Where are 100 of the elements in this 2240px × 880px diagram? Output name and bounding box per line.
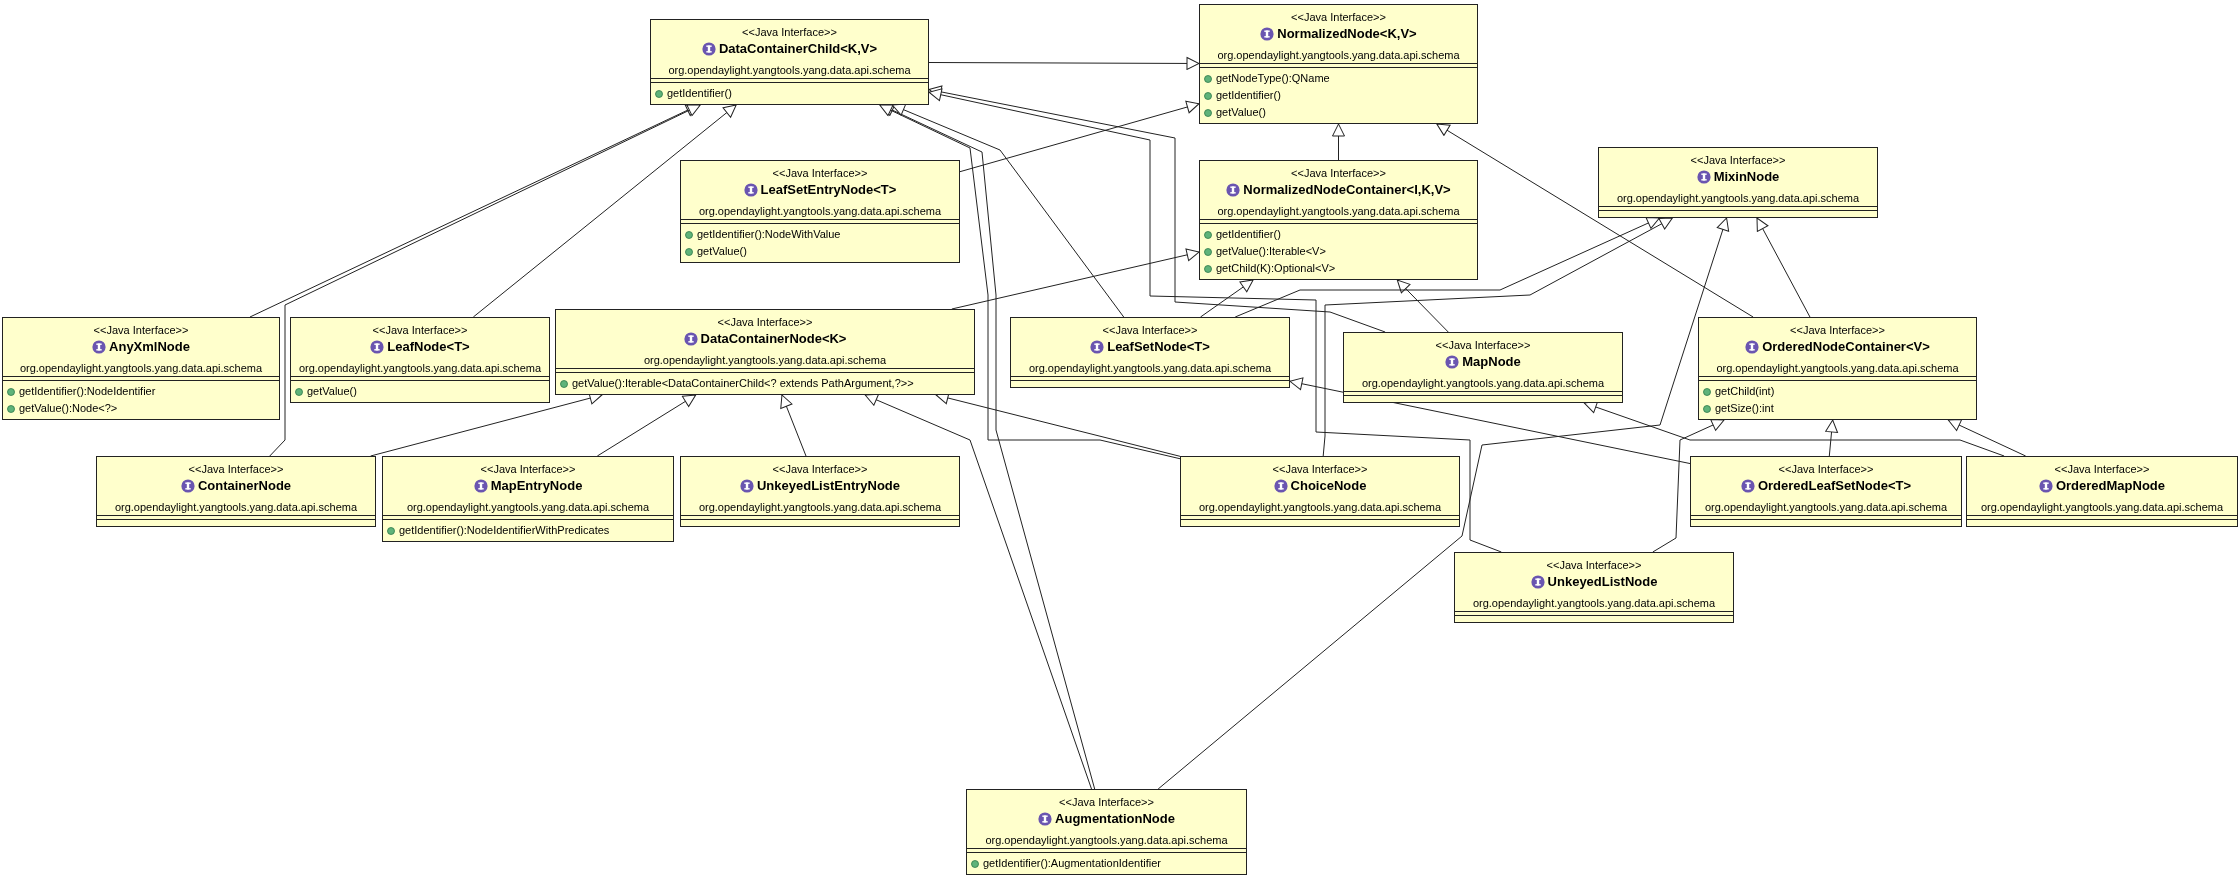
stereotype-label: <<Java Interface>> xyxy=(188,462,284,476)
stereotype-label: <<Java Interface>> xyxy=(772,462,868,476)
inheritance-arrow xyxy=(864,393,1093,790)
stereotype-label: <<Java Interface>> xyxy=(1272,462,1368,476)
stereotype-label: <<Java Interface>> xyxy=(1435,338,1531,352)
interface-box xyxy=(290,317,550,403)
package-name: org.opendaylight.yangtools.yang.data.api.schema xyxy=(668,63,911,78)
interface-name: NormalizedNode<K,V> xyxy=(1277,25,1417,43)
inheritance-arrow xyxy=(928,88,1502,553)
interface-name: MapEntryNode xyxy=(490,477,583,495)
inheritance-arrow xyxy=(780,394,807,457)
package-name: org.opendaylight.yangtools.yang.data.api.schema xyxy=(1716,361,1959,376)
interface-box xyxy=(2,317,280,420)
interface-box xyxy=(1199,160,1478,280)
interface-name: ContainerNode xyxy=(197,477,292,495)
inheritance-arrow xyxy=(472,104,737,318)
inheritance-arrow xyxy=(1756,217,1811,318)
inheritance-arrow xyxy=(1825,419,1839,457)
stereotype-label: <<Java Interface>> xyxy=(1102,323,1198,337)
interface-box xyxy=(1010,317,1290,388)
stereotype-label: <<Java Interface>> xyxy=(480,462,576,476)
method-signature: getValue():Iterable<V> xyxy=(1216,244,1326,259)
package-name: org.opendaylight.yangtools.yang.data.api.schema xyxy=(1704,500,1948,515)
inheritance-arrow xyxy=(1396,279,1449,333)
interface-name: NormalizedNodeContainer<I,K,V> xyxy=(1243,181,1451,199)
package-name: org.opendaylight.yangtools.yang.data.api.schema xyxy=(1980,500,2224,515)
method-signature: getNodeType():QName xyxy=(1216,71,1330,86)
package-name: org.opendaylight.yangtools.yang.data.api.schema xyxy=(1217,204,1460,219)
interface-box xyxy=(680,160,960,263)
method-signature: getIdentifier():NodeIdentifierWithPredicates xyxy=(399,523,610,538)
interface-name: LeafSetNode<T> xyxy=(1107,338,1210,356)
method-signature: getValue() xyxy=(1216,105,1266,120)
package-name: org.opendaylight.yangtools.yang.data.api.schema xyxy=(19,361,263,376)
inheritance-arrow xyxy=(959,100,1200,173)
inheritance-arrow xyxy=(1289,377,1691,465)
inheritance-arrow xyxy=(928,56,1200,70)
method-signature: getChild(K):Optional<V> xyxy=(1216,261,1336,276)
interface-name: UnkeyedListNode xyxy=(1547,573,1658,591)
package-name: org.opendaylight.yangtools.yang.data.api.schema xyxy=(1616,191,1860,206)
package-name: org.opendaylight.yangtools.yang.data.api.schema xyxy=(406,500,650,515)
method-signature: getIdentifier() xyxy=(1216,88,1281,103)
stereotype-label: <<Java Interface>> xyxy=(1690,153,1786,167)
interface-name: AnyXmlNode xyxy=(109,338,190,356)
package-name: org.opendaylight.yangtools.yang.data.api.schema xyxy=(698,500,942,515)
package-name: org.opendaylight.yangtools.yang.data.api.schema xyxy=(1028,361,1272,376)
inheritance-arrow xyxy=(1234,216,1660,318)
interface-name: OrderedMapNode xyxy=(2055,477,2166,495)
inheritance-arrow xyxy=(1436,123,1754,318)
package-name: org.opendaylight.yangtools.yang.data.api.schema xyxy=(114,500,358,515)
stereotype-label: <<Java Interface>> xyxy=(1778,462,1874,476)
stereotype-label: <<Java Interface>> xyxy=(742,25,837,39)
package-name: org.opendaylight.yangtools.yang.data.api.schema xyxy=(1217,48,1460,63)
stereotype-label: <<Java Interface>> xyxy=(717,315,813,329)
method-signature: getValue():Iterable<DataContainerChild<? extends PathArgument,?>> xyxy=(572,376,914,391)
method-signature: getIdentifier() xyxy=(667,86,732,101)
package-name: org.opendaylight.yangtools.yang.data.api.schema xyxy=(698,204,942,219)
interface-box xyxy=(1698,317,1977,420)
stereotype-label: <<Java Interface>> xyxy=(1790,323,1885,337)
method-signature: getIdentifier() xyxy=(1216,227,1281,242)
method-signature: getSize():int xyxy=(1715,401,1774,416)
interface-name: MapNode xyxy=(1462,353,1521,371)
interface-name: OrderedLeafSetNode<T> xyxy=(1757,477,1912,495)
method-signature: getValue() xyxy=(307,384,357,399)
interface-box xyxy=(1180,456,1460,527)
method-signature: getIdentifier():NodeWithValue xyxy=(697,227,841,242)
interface-box xyxy=(1690,456,1962,527)
interface-name: DataContainerChild<K,V> xyxy=(718,40,878,58)
inheritance-arrow xyxy=(596,394,697,457)
stereotype-label: <<Java Interface>> xyxy=(2054,462,2150,476)
interface-box xyxy=(1199,4,1478,124)
inheritance-arrow xyxy=(928,85,1386,333)
stereotype-label: <<Java Interface>> xyxy=(1291,166,1386,180)
interface-name: DataContainerNode<K> xyxy=(700,330,847,348)
stereotype-label: <<Java Interface>> xyxy=(93,323,189,337)
inheritance-arrow xyxy=(1157,217,1730,790)
stereotype-label: <<Java Interface>> xyxy=(772,166,868,180)
interface-name: UnkeyedListEntryNode xyxy=(756,477,900,495)
method-signature: getValue():Node<?> xyxy=(19,401,118,416)
interface-box xyxy=(650,19,929,105)
interface-name: AugmentationNode xyxy=(1055,810,1175,828)
stereotype-label: <<Java Interface>> xyxy=(372,323,468,337)
interface-box xyxy=(1343,332,1623,403)
package-name: org.opendaylight.yangtools.yang.data.api.schema xyxy=(1361,376,1605,391)
inheritance-arrow xyxy=(879,104,1181,460)
package-name: org.opendaylight.yangtools.yang.data.api.schema xyxy=(1198,500,1442,515)
method-signature: getChild(int) xyxy=(1715,384,1775,399)
stereotype-label: <<Java Interface>> xyxy=(1059,795,1154,809)
interface-box xyxy=(1598,147,1878,218)
interface-name: LeafNode<T> xyxy=(387,338,470,356)
method-signature: getValue() xyxy=(697,244,747,259)
inheritance-arrow xyxy=(891,103,1125,318)
interface-box xyxy=(382,456,674,542)
interface-box xyxy=(1454,552,1734,623)
interface-name: OrderedNodeContainer<V> xyxy=(1762,338,1930,356)
package-name: org.opendaylight.yangtools.yang.data.api.schema xyxy=(643,353,887,368)
stereotype-label: <<Java Interface>> xyxy=(1291,10,1386,24)
inheritance-arrow xyxy=(1332,123,1345,161)
interface-box xyxy=(966,789,1247,875)
interface-box xyxy=(1966,456,2238,527)
interface-box xyxy=(555,309,975,395)
